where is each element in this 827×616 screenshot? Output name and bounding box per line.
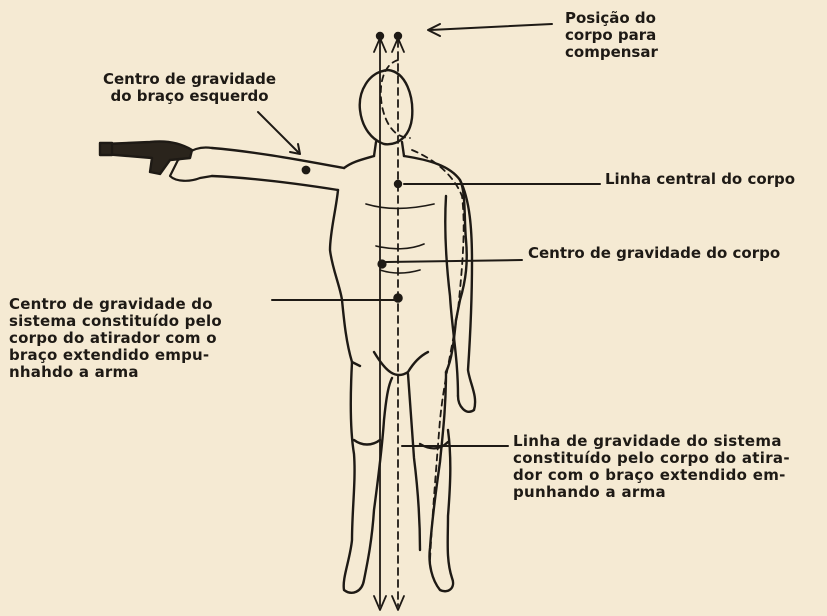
abdomen-line-2 [380, 270, 420, 273]
label-body-central-line: Linha central do corpo [605, 171, 795, 188]
extended-arm-upper-edge [212, 148, 344, 168]
label-system-center-of-gravity: Centro de gravidade do sistema constituí… [9, 296, 222, 381]
left-knee [354, 440, 380, 445]
torso-right-outline [404, 156, 467, 320]
leader-centro-braco [258, 112, 298, 152]
body-cg-dot [379, 261, 386, 268]
torso-left-outline [344, 156, 374, 168]
leader-centro-corpo [386, 260, 522, 262]
central-line-dot [395, 181, 401, 187]
hip-outline [342, 300, 360, 366]
head-outline [360, 70, 413, 144]
gun-barrel [100, 143, 112, 155]
leader-posicao [430, 24, 552, 30]
left-leg-outer [344, 362, 392, 593]
chest-line [366, 204, 434, 209]
top-marker-left [377, 33, 383, 39]
label-left-arm-center-of-gravity: Centro de gravidade do braço esquerdo [103, 71, 276, 105]
gun-pistol [104, 141, 192, 174]
hanging-arm-inner [445, 196, 458, 396]
right-leg-inner [408, 374, 420, 550]
crotch [374, 352, 428, 375]
top-marker-right [395, 33, 401, 39]
label-body-center-of-gravity: Centro de gravidade do corpo [528, 245, 780, 262]
label-system-gravity-line: Linha de gravidade do sistema constituíd… [513, 433, 790, 501]
torso-left-side [330, 190, 342, 300]
extended-arm-lower-edge [212, 176, 338, 190]
label-compensation-position: Posição do corpo para compensar [565, 10, 658, 61]
arm-cg-dot [303, 167, 309, 173]
abdomen-line [376, 244, 424, 249]
